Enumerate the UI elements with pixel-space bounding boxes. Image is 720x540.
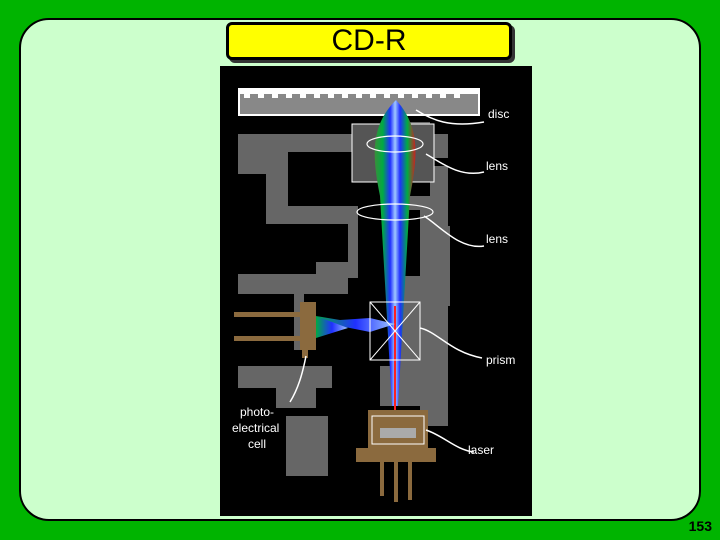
upper-lens bbox=[366, 135, 424, 153]
page-number: 153 bbox=[688, 518, 712, 534]
label-laser: laser bbox=[468, 443, 494, 457]
label-photo-line3: cell bbox=[248, 437, 266, 451]
label-upper-lens: lens bbox=[486, 159, 508, 173]
prism bbox=[369, 301, 421, 361]
reflected-beam-cone bbox=[316, 316, 348, 338]
lower-lens bbox=[356, 203, 434, 221]
label-photo-line1: photo- bbox=[240, 405, 274, 419]
optics-housing bbox=[238, 122, 450, 476]
laser-assembly bbox=[356, 410, 436, 502]
label-prism: prism bbox=[486, 353, 515, 367]
slide-title: CD-R bbox=[331, 24, 407, 57]
label-leaders bbox=[289, 109, 485, 453]
photo-electrical-cell bbox=[234, 302, 316, 358]
label-lower-lens: lens bbox=[486, 232, 508, 246]
reflected-beam bbox=[316, 316, 395, 332]
title-banner: CD-R bbox=[226, 22, 512, 60]
light-beam bbox=[374, 100, 416, 406]
cd-r-optics-diagram: disc lens lens prism photo- electrical c… bbox=[220, 66, 532, 516]
disc bbox=[238, 88, 480, 116]
label-photo-line2: electrical bbox=[232, 421, 279, 435]
label-disc: disc bbox=[488, 107, 509, 121]
